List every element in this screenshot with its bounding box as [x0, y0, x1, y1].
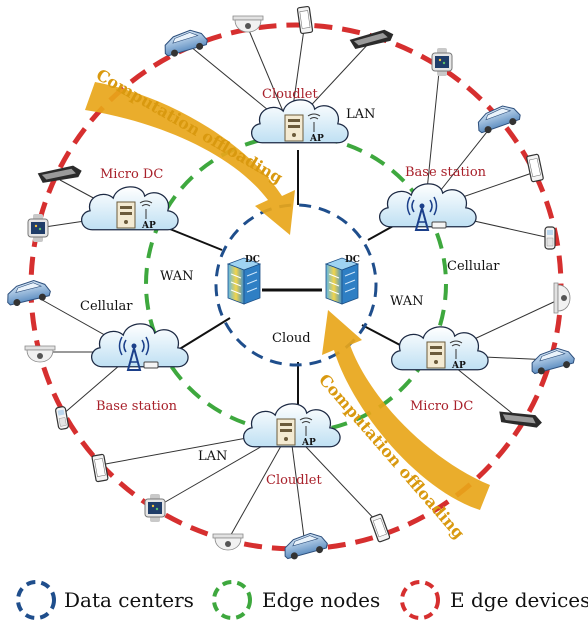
legend-edge-devices: E dge devices	[400, 580, 588, 620]
legend-edge-nodes: Edge nodes	[212, 580, 380, 620]
base-station-left	[91, 323, 189, 371]
smartphone-icon	[369, 513, 391, 543]
micro-dc-left-label: Micro DC	[100, 167, 163, 182]
lan-top-label: LAN	[346, 107, 375, 122]
server-icon	[284, 114, 304, 142]
svg-text:AP: AP	[301, 438, 316, 448]
base-station-left-label: Base station	[96, 399, 178, 414]
cellular-right-label: Cellular	[447, 259, 500, 274]
camera-icon	[212, 533, 244, 551]
micro-dc-right-label: Micro DC	[410, 399, 473, 414]
car-icon	[280, 529, 330, 562]
wan-left-label: WAN	[160, 269, 193, 284]
cloudlet-top-label: Cloudlet	[262, 87, 318, 102]
svg-text:Data centers: Data centers	[64, 588, 194, 612]
dc-left: DC	[227, 255, 261, 305]
node-links	[159, 150, 401, 405]
wan-right-label: WAN	[390, 294, 423, 309]
legend: Data centers Edge nodes E dge devices	[16, 580, 588, 620]
svg-text:DC: DC	[345, 255, 360, 265]
edge-nodes-ring	[144, 134, 448, 434]
cellular-left-label: Cellular	[80, 299, 133, 314]
car-icon	[160, 26, 210, 60]
svg-text:Edge nodes: Edge nodes	[262, 588, 380, 612]
server-icon	[426, 341, 446, 369]
offload-arrow-top	[85, 82, 295, 235]
micro-dc-left: AP	[81, 186, 179, 231]
smartphone-icon	[91, 453, 109, 483]
server-icon	[116, 201, 136, 229]
cloudlet-top: AP	[251, 99, 349, 144]
lan-bottom-label: LAN	[198, 449, 227, 464]
cloudlet-bottom: AP	[243, 403, 341, 448]
offload-label-bottom: Computation offloading	[315, 370, 468, 542]
micro-dc-right: AP	[391, 326, 489, 371]
camera-icon	[24, 345, 56, 363]
offload-arrow-bottom	[322, 310, 490, 510]
server-icon	[276, 418, 296, 446]
svg-text:AP: AP	[451, 361, 466, 371]
svg-text:DC: DC	[245, 255, 260, 265]
smartwatch-icon	[144, 493, 166, 523]
base-station-right	[379, 183, 477, 231]
svg-text:E dge devices: E dge devices	[450, 588, 588, 612]
legend-data-centers: Data centers	[16, 580, 194, 620]
svg-text:AP: AP	[309, 134, 324, 144]
flip-phone-icon	[544, 226, 556, 250]
base-station-right-label: Base station	[405, 165, 487, 180]
dc-right: DC	[325, 255, 360, 305]
flip-phone-icon	[54, 405, 70, 431]
cloud-label: Cloud	[272, 331, 311, 346]
car-icon	[473, 101, 523, 137]
data-centers-ring	[214, 203, 378, 367]
camera-icon	[553, 282, 571, 314]
car-icon	[3, 277, 53, 309]
smartwatch-icon	[27, 213, 49, 243]
smartphone-icon	[296, 5, 314, 35]
svg-text:AP: AP	[141, 221, 156, 231]
smartphone-icon	[525, 153, 545, 183]
cloudlet-bottom-label: Cloudlet	[266, 473, 322, 488]
